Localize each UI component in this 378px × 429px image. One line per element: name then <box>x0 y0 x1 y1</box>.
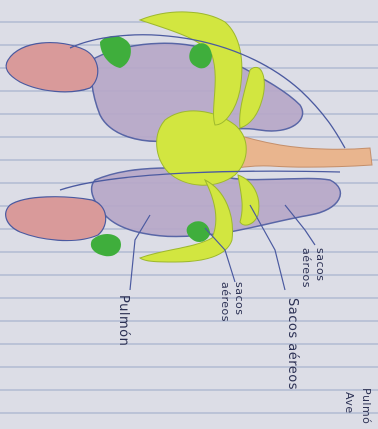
title-label-line2: Ave <box>343 392 356 414</box>
sacos-aereos-label-3: Sacos aéreos <box>285 298 300 390</box>
sacos-line1: sacos <box>233 282 246 315</box>
sacos-line1-b: sacos <box>314 248 327 281</box>
sacos-aereos-label-1b: aéreos <box>219 282 232 322</box>
pulmon-label: Pulmón <box>116 295 131 346</box>
lower-lung <box>6 197 106 241</box>
title-pulmo: Pulmó <box>360 388 373 424</box>
sacos-aereos-text-3: Sacos aéreos <box>285 298 300 390</box>
sacos-aereos-label-2b: aéreos <box>300 248 313 288</box>
title-ave: Ave <box>343 392 356 414</box>
aereos-line2: aéreos <box>219 282 232 322</box>
pulmon-text: Pulmón <box>116 295 131 346</box>
sacos-aereos-label-2: sacos <box>314 248 327 281</box>
green-bronchus-bottom-left <box>91 234 121 256</box>
aereos-line2-b: aéreos <box>300 248 313 288</box>
title-label-line1: Pulmó <box>360 388 373 424</box>
upper-lung <box>6 43 98 92</box>
sacos-aereos-label-1: sacos <box>233 282 246 315</box>
